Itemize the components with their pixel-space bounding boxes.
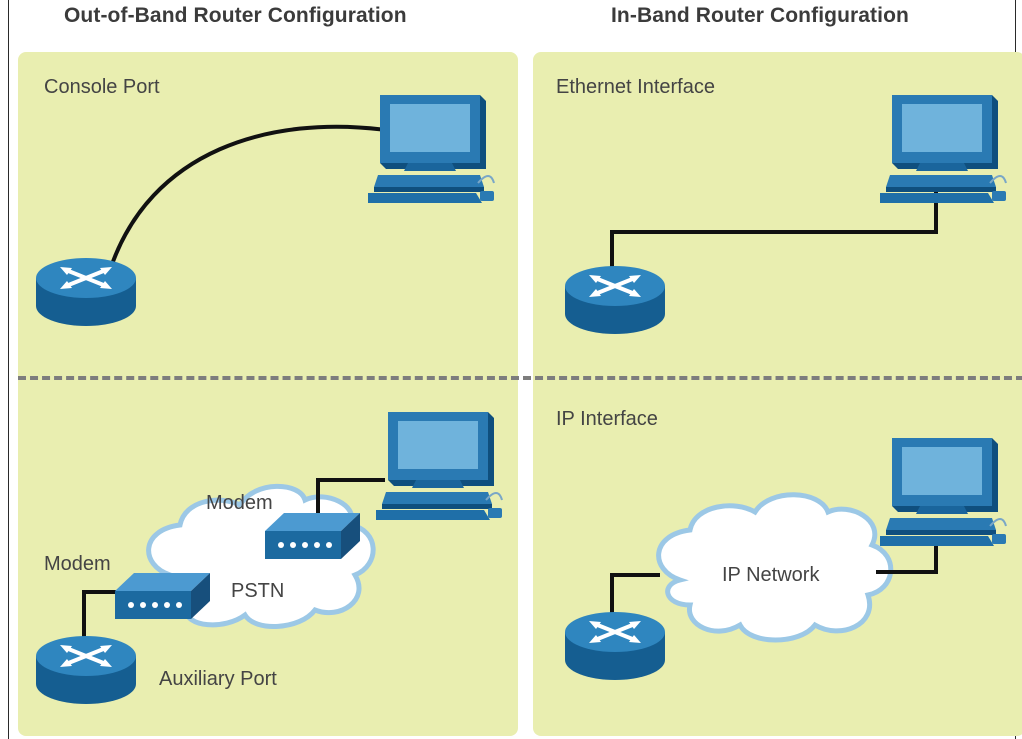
- ip-network-cloud-icon: [656, 492, 894, 643]
- label-ip-network: IP Network: [722, 564, 820, 586]
- label-console-port: Console Port: [44, 76, 160, 98]
- label-ethernet-interface: Ethernet Interface: [556, 76, 715, 98]
- router-icon: [565, 612, 665, 682]
- aux-cable: [82, 590, 120, 645]
- modem-icon: [265, 513, 360, 559]
- ethernet-cable: [610, 190, 938, 278]
- pc-icon: [880, 95, 1007, 204]
- title-out-of-band: Out-of-Band Router Configuration: [64, 4, 407, 27]
- label-modem-right: Modem: [206, 492, 273, 514]
- ip-pc-cable: [876, 540, 938, 574]
- title-in-band: In-Band Router Configuration: [611, 4, 909, 27]
- label-ip-interface: IP Interface: [556, 408, 658, 430]
- pc-icon: [376, 412, 503, 521]
- label-modem-left: Modem: [44, 553, 111, 575]
- label-auxiliary-port: Auxiliary Port: [159, 668, 277, 690]
- console-cable: [108, 124, 387, 271]
- modem-icon: [115, 573, 210, 619]
- pc-icon: [368, 95, 495, 204]
- pc-icon: [880, 438, 1007, 547]
- dashed-divider: [18, 376, 1022, 380]
- label-pstn: PSTN: [231, 580, 285, 602]
- router-icon: [36, 636, 136, 706]
- router-icon: [565, 266, 665, 336]
- router-icon: [36, 258, 136, 328]
